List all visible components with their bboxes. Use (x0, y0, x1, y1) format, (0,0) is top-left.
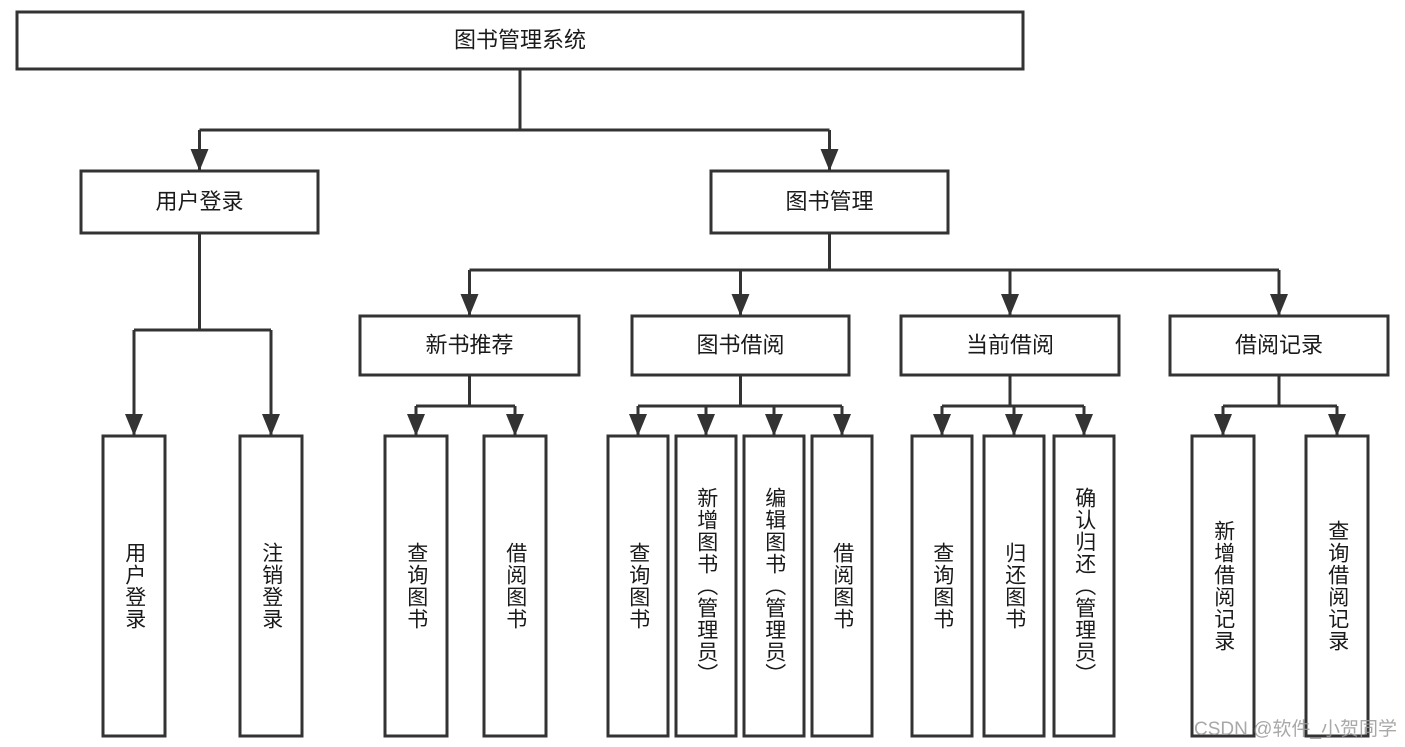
newbook-arrow-0 (407, 414, 425, 436)
level3-box-1[interactable] (630, 314, 851, 377)
books-arrow-1 (731, 294, 750, 316)
current-arrow-2 (1075, 414, 1093, 436)
record-arrow-0 (1214, 414, 1232, 436)
root-label-0: 图书管理系统 (454, 27, 586, 52)
borrow-arrow-3 (833, 414, 851, 436)
leaf-box-11[interactable] (1190, 434, 1256, 738)
leaf-box-4[interactable] (606, 434, 670, 738)
leaf-box-12[interactable] (1304, 434, 1370, 738)
connectors-layer (125, 69, 1346, 436)
borrow-arrow-2 (765, 414, 783, 436)
leaf-box-8[interactable] (910, 434, 974, 738)
newbook-arrow-1 (506, 414, 524, 436)
books-arrow-3 (1270, 294, 1288, 316)
level2-box-1[interactable] (709, 169, 950, 235)
books-arrow-2 (1001, 294, 1019, 316)
level2-label-1: 图书管理 (785, 189, 873, 214)
leaf-box-9[interactable] (982, 434, 1046, 738)
root-box-0[interactable] (15, 10, 1025, 71)
login-arrow-0 (125, 414, 143, 436)
leaf-box-10[interactable] (1052, 434, 1116, 738)
root-arrow-1 (820, 149, 839, 171)
books-arrow-0 (460, 294, 479, 316)
login-arrow-1 (262, 414, 280, 436)
csdn-watermark: CSDN @软件_小贺同学 (1194, 719, 1397, 740)
level3-box-3[interactable] (1168, 314, 1390, 377)
leaf-box-2[interactable] (383, 434, 449, 738)
current-arrow-0 (933, 414, 951, 436)
boxes-layer (15, 10, 1390, 738)
level2-box-0[interactable] (79, 169, 320, 235)
borrow-arrow-0 (629, 414, 647, 436)
level3-box-0[interactable] (358, 314, 581, 377)
leaf-box-6[interactable] (742, 434, 806, 738)
current-arrow-1 (1005, 414, 1023, 436)
leaf-box-0[interactable] (101, 434, 167, 738)
level3-label-2: 当前借阅 (966, 332, 1054, 357)
root-arrow-0 (190, 149, 209, 171)
leaf-box-5[interactable] (674, 434, 738, 738)
level3-label-0: 新书推荐 (425, 332, 513, 357)
leaf-box-7[interactable] (810, 434, 874, 738)
borrow-arrow-1 (697, 414, 715, 436)
level3-box-2[interactable] (899, 314, 1121, 377)
record-arrow-1 (1328, 414, 1346, 436)
level2-label-0: 用户登录 (155, 189, 243, 214)
leaf-box-1[interactable] (238, 434, 304, 738)
level3-label-3: 借阅记录 (1235, 332, 1323, 357)
leaf-box-3[interactable] (482, 434, 548, 738)
level3-label-1: 图书借阅 (696, 332, 784, 357)
